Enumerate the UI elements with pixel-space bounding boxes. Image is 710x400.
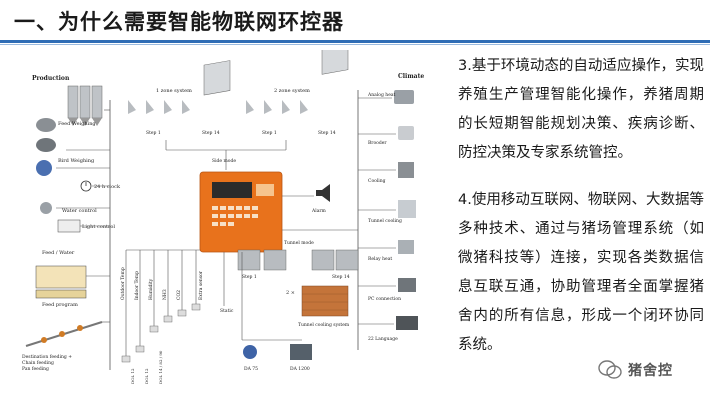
zone2-label: 2 zone system (274, 88, 310, 94)
right-item-label: Analog heat (367, 92, 396, 98)
left-item-label: Light control (82, 224, 115, 230)
right-item-label: Brooder (368, 140, 387, 146)
left-item-label: 24 h clock (94, 184, 121, 190)
feed-weighing-icon (36, 118, 56, 152)
da-left-label: DA 75 (244, 366, 258, 372)
bird-weighing-icon (36, 160, 52, 176)
light-control-icon (57, 219, 81, 233)
side-mode-label: Side mode (212, 158, 236, 164)
watermark-text: 猪舍控 (628, 363, 673, 379)
alarm-speaker-icon (316, 184, 330, 202)
left-item-label: Feed / Water (42, 250, 75, 256)
sensor-label: CO2 (176, 290, 182, 300)
watermark: 猪舍控 (598, 356, 704, 384)
left-item-label: Pan feeding (22, 366, 49, 372)
left-item-label: Feed program (42, 302, 78, 308)
tunnel-fans-icon (237, 249, 359, 271)
feed-silo-icon (67, 85, 103, 126)
left-item-label: Chain feeding (22, 360, 54, 366)
static-label: Static (220, 308, 234, 314)
zone2-fans-icon (246, 39, 349, 114)
step-label: Step 1 (262, 130, 277, 136)
left-item-label: Feed Weighing (58, 121, 96, 127)
paragraph-4: 4.使用移动互联网、物联网、大数据等多种技术、通过与猪场管理系统（如微猪科技等）… (458, 192, 704, 353)
water-meter-icon (40, 202, 52, 214)
right-item-label: Tunnel cooling (368, 218, 402, 224)
tunnel-mode-label: Tunnel mode (284, 240, 314, 246)
left-item-label: Destination feeding + (22, 354, 72, 360)
cooling-pad-icon (301, 285, 349, 317)
tunnel-cooling-label: Tunnel cooling system (298, 322, 350, 328)
step-label: Step 14 (202, 130, 220, 136)
title-divider-thin (0, 44, 710, 45)
dol-label: DOL 14 / 82 / 90 (158, 350, 163, 384)
right-climate-icons (394, 90, 418, 330)
step-label: Step 14 (318, 130, 336, 136)
production-header: Production (32, 75, 70, 82)
step-label: Step 1 (146, 130, 161, 136)
clock-icon (80, 180, 92, 192)
page-title: 一、为什么需要智能物联网环控器 (14, 10, 344, 34)
title-bar: 一、为什么需要智能物联网环控器 (0, 0, 710, 45)
controller-system-diagram: Production Climate Feed Weighing Bird We… (6, 39, 446, 390)
text-panel: 3.基于环境动态的自动适应操作，实现养殖生产管理智能化操作，养猪周期的长短期智能… (458, 52, 704, 378)
step-label: Step 1 (242, 274, 257, 280)
dol-label: DOL 12 (130, 368, 135, 384)
da-units-icon (243, 344, 312, 360)
sensor-label: Humidity (148, 278, 154, 300)
sensor-label: Extra sensor (198, 270, 204, 300)
wechat-icon (598, 359, 622, 381)
left-item-label: Water control (62, 208, 97, 214)
step-label: Step 14 (332, 274, 350, 280)
sensor-probes-icon (121, 303, 201, 363)
right-item-label: Cooling (368, 178, 386, 184)
zone1-fans-icon (128, 60, 231, 114)
right-item-label: 22 Language (368, 336, 398, 342)
sensor-label: Outdoor Temp (120, 267, 126, 300)
right-item-label: Relay heat (368, 256, 392, 262)
climate-header: Climate (398, 73, 424, 80)
dol-label: DOL 12 (144, 368, 149, 384)
controller-unit-icon (199, 171, 283, 253)
sensor-lines (125, 249, 200, 360)
da-right-label: DA 1200 (290, 366, 310, 372)
feed-program-icon (35, 265, 87, 299)
sensor-label: NH3 (162, 289, 168, 300)
zone1-label: 1 zone system (156, 88, 192, 94)
left-item-label: Bird Weighing (58, 158, 95, 164)
feeder-line-icon (25, 321, 103, 347)
right-item-label: PC connection (368, 296, 401, 302)
title-divider (0, 40, 710, 43)
sensor-label: Indoor Temp (134, 271, 140, 300)
paragraph-3: 3.基于环境动态的自动适应操作，实现养殖生产管理智能化操作，养猪周期的长短期智能… (458, 58, 704, 161)
alarm-label: Alarm (311, 208, 327, 214)
cooling-multiplier: 2 × (286, 290, 295, 296)
